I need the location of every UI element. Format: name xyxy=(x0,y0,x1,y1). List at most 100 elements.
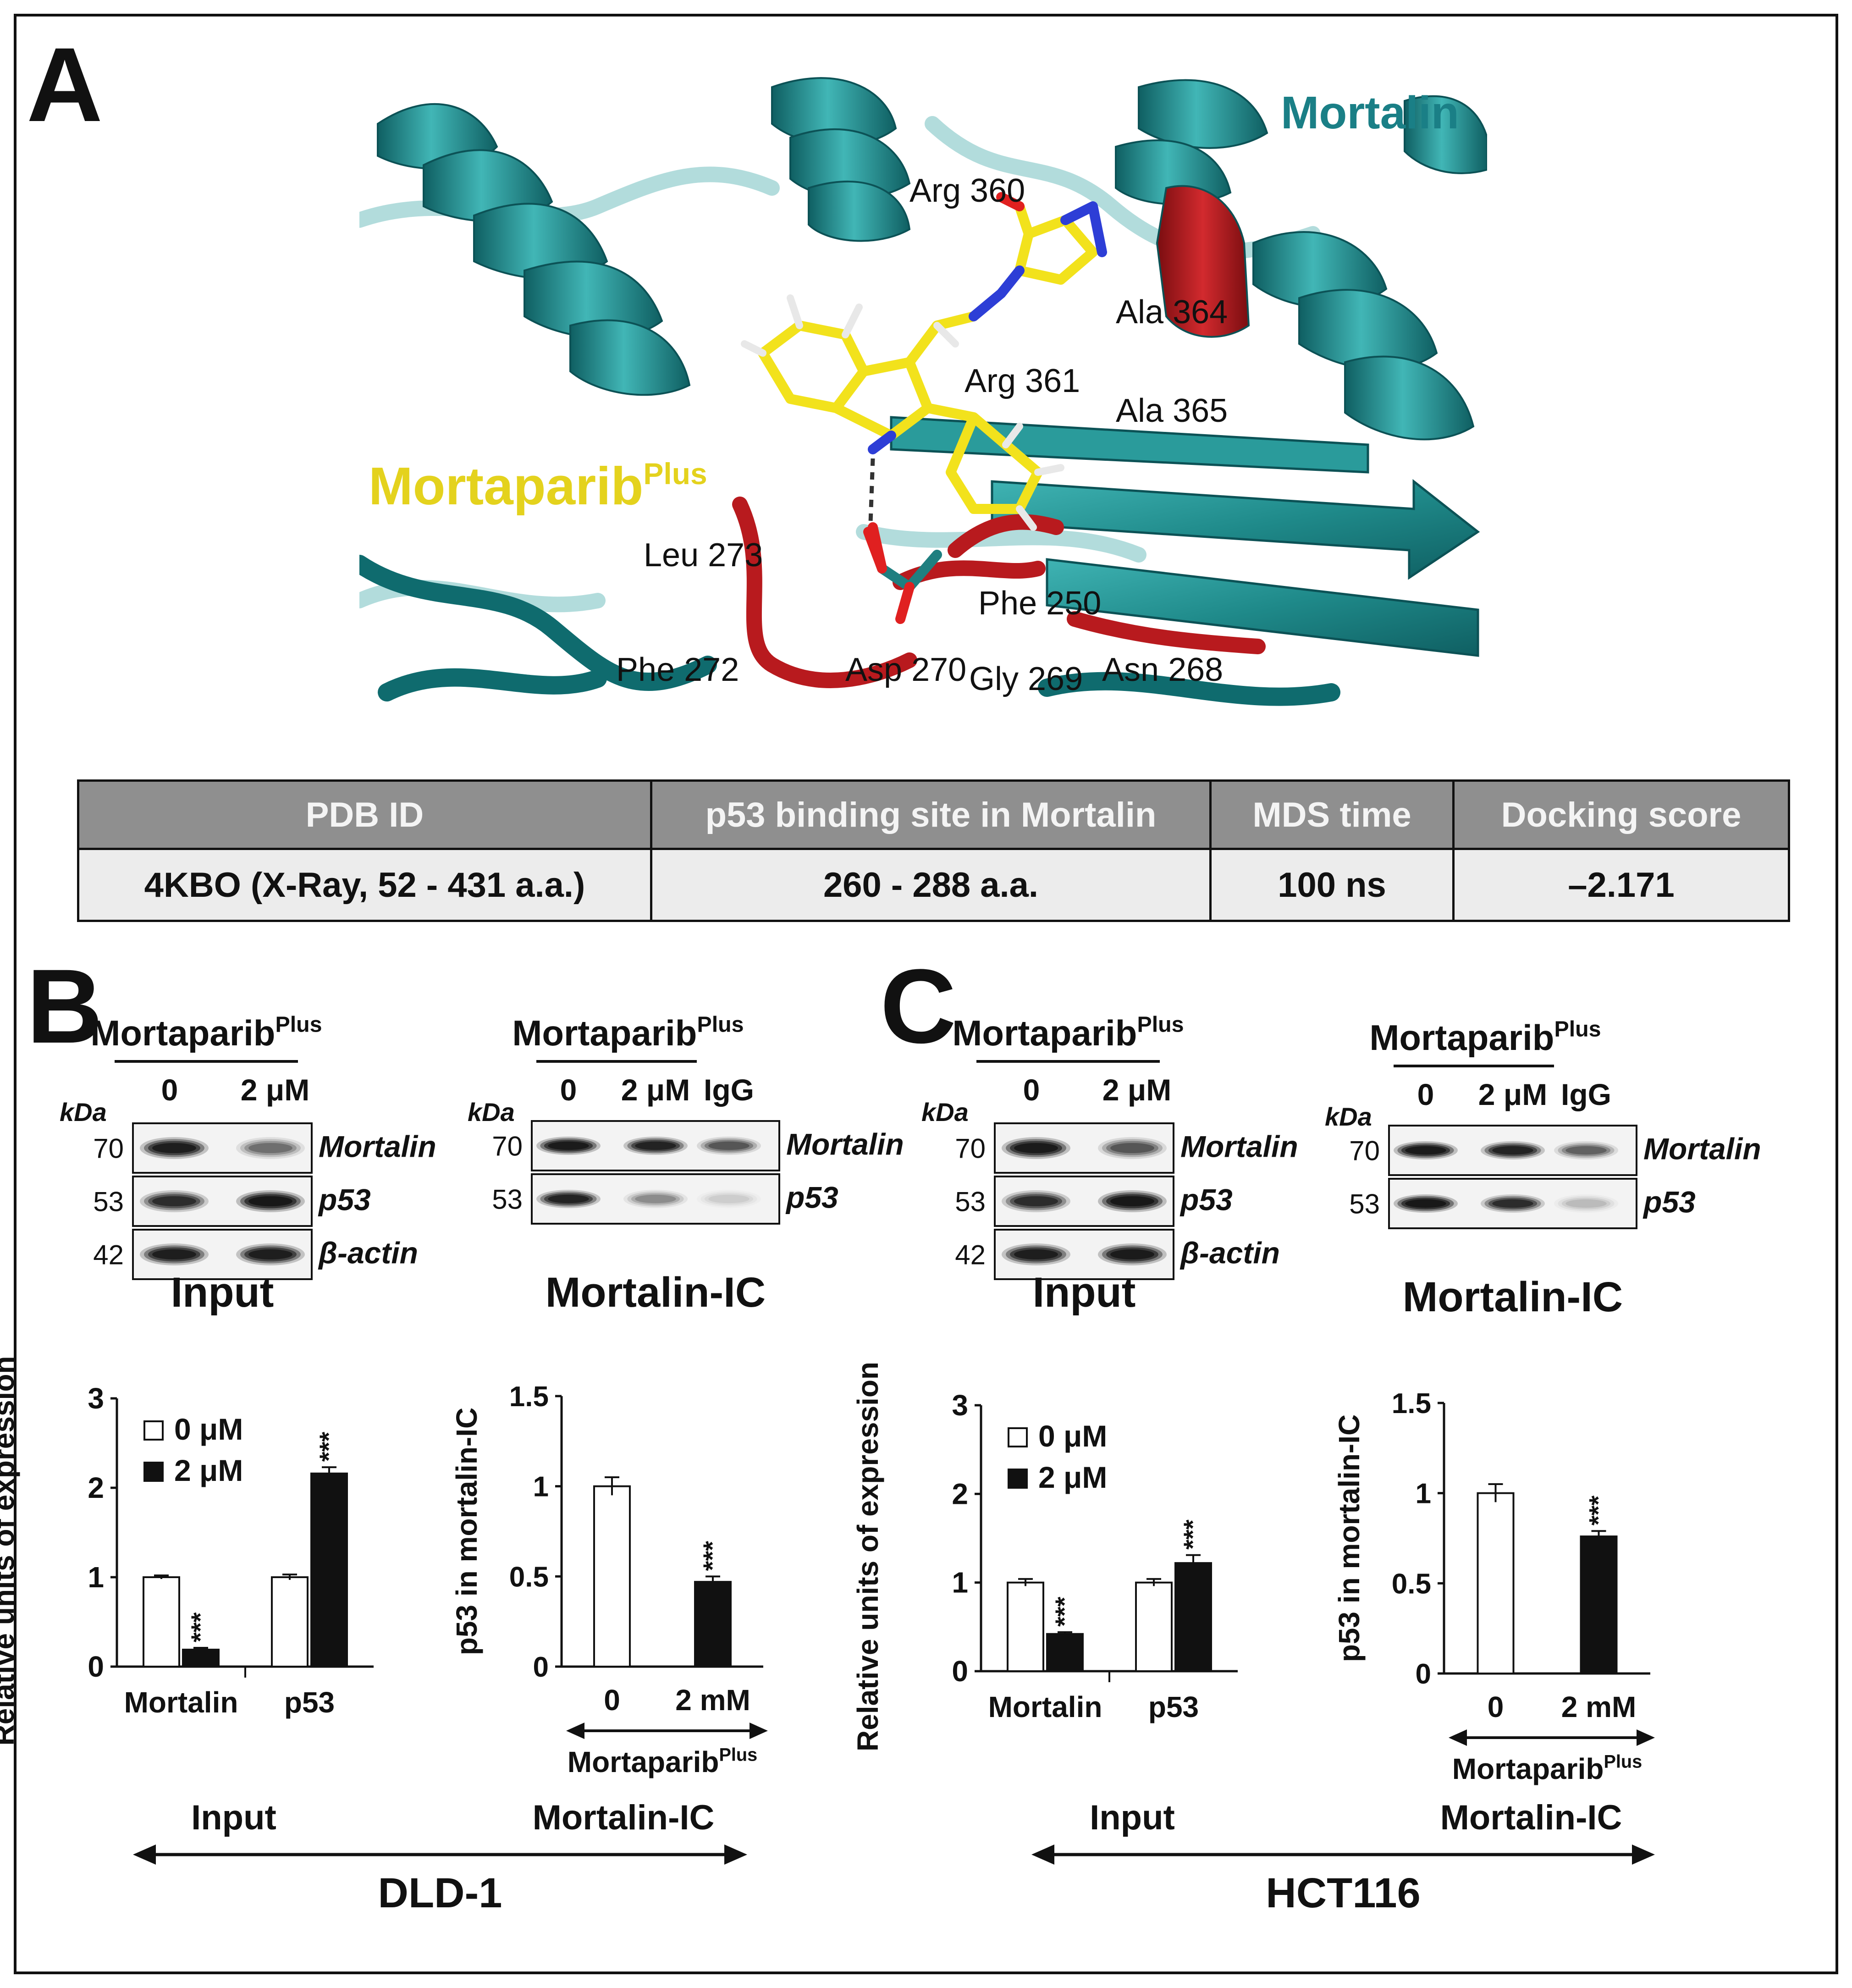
blot-band xyxy=(536,1190,601,1208)
bar xyxy=(1174,1562,1212,1672)
blot-band-layer xyxy=(697,1137,761,1155)
table-header-row: PDB ID p53 binding site in Mortalin MDS … xyxy=(77,779,1790,850)
blot-band-layer xyxy=(1110,1249,1154,1260)
x-axis-label: MortaparibPlus xyxy=(1452,1752,1642,1785)
kda-label: kDa xyxy=(60,1098,107,1127)
y-tick-label: 3 xyxy=(88,1382,104,1415)
table-row: 4KBO (X-Ray, 52 - 431 a.a.) 260 - 288 a.… xyxy=(77,848,1790,922)
arrow-head xyxy=(1637,1729,1655,1746)
kda-marker: 53 xyxy=(955,1187,986,1217)
table-header-cell: Docking score xyxy=(1452,779,1790,850)
blot-band-layer xyxy=(1492,1146,1533,1155)
blot-band-layer xyxy=(1102,1139,1163,1157)
blot-band xyxy=(1098,1190,1167,1212)
blot-band xyxy=(140,1190,209,1212)
lane-label: IgG xyxy=(1561,1077,1611,1111)
y-tick-label: 0 xyxy=(1416,1658,1431,1690)
blot-row-label: p53 xyxy=(1643,1185,1696,1219)
y-axis-label: p53 in mortalin-IC xyxy=(1333,1414,1366,1662)
arrow-head xyxy=(724,1844,747,1865)
kda-marker: 53 xyxy=(93,1187,124,1217)
blot-band xyxy=(704,1193,754,1205)
table-header-cell: PDB ID xyxy=(77,779,652,850)
bar xyxy=(271,1576,309,1668)
blot-band-layer xyxy=(1098,1137,1167,1159)
bottom-ic-label: Mortalin-IC xyxy=(533,1798,715,1837)
ic-drug-header-main: Mortaparib xyxy=(1369,1017,1554,1058)
table-header-cell: p53 binding site in Mortalin xyxy=(650,779,1212,850)
table-header-cell: MDS time xyxy=(1209,779,1455,850)
blot-band xyxy=(697,1137,761,1155)
blot-band-layer xyxy=(623,1190,688,1208)
blot-band xyxy=(1394,1194,1458,1213)
blot-row-label: β-actin xyxy=(318,1236,418,1270)
x-axis-label-main: Mortaparib xyxy=(1452,1752,1604,1785)
blot-band xyxy=(1002,1243,1070,1265)
docking-structure-image: Mortalin MortaparibPlus Arg 360 Ala 364 … xyxy=(359,69,1487,761)
input-drug-header-sup: Plus xyxy=(1137,1012,1184,1037)
blot-band-layer xyxy=(704,1140,754,1152)
kda-marker: 53 xyxy=(492,1184,523,1215)
arrow-head xyxy=(750,1723,768,1739)
x-axis-label-main: Mortaparib xyxy=(568,1745,719,1778)
blot-band-layer xyxy=(152,1143,196,1154)
blot-row-label: Mortalin xyxy=(319,1129,436,1163)
blot-band-layer xyxy=(1554,1141,1618,1160)
x-tick-label: Mortalin xyxy=(124,1686,238,1719)
y-tick-label: 1.5 xyxy=(509,1381,549,1413)
lane-label: 2 μM xyxy=(1478,1077,1547,1111)
residue-label: Asn 268 xyxy=(1102,652,1223,688)
blot-band xyxy=(536,1137,601,1155)
y-axis-label: Relative units of expression xyxy=(851,1362,884,1751)
lane-label: 2 μM xyxy=(1102,1073,1171,1107)
y-tick-label: 0 xyxy=(533,1651,549,1683)
y-tick-label: 3 xyxy=(952,1389,968,1422)
blot-band-layer xyxy=(1561,1198,1611,1209)
blot-band-layer xyxy=(548,1194,589,1204)
cell-line-label: HCT116 xyxy=(1266,1870,1421,1916)
blot-caption: Input xyxy=(1033,1269,1136,1316)
blot-row-label: p53 xyxy=(785,1180,838,1214)
legend-swatch xyxy=(143,1420,164,1441)
blot-band xyxy=(1002,1137,1070,1159)
blot-band xyxy=(1098,1137,1167,1159)
table-cell: 100 ns xyxy=(1209,848,1455,922)
ic-drug-header: MortaparibPlus xyxy=(1369,1016,1601,1058)
y-tick-label: 1 xyxy=(88,1561,104,1594)
kda-label: kDa xyxy=(1325,1102,1372,1131)
blot-band-layer xyxy=(248,1143,292,1154)
blot-row-label: p53 xyxy=(318,1182,371,1216)
residue-label: Asp 270 xyxy=(845,652,966,688)
kda-marker: 53 xyxy=(1349,1189,1380,1220)
legend-label: 2 μM xyxy=(1038,1460,1107,1494)
blot-band-layer xyxy=(152,1196,196,1207)
kda-marker: 70 xyxy=(93,1133,124,1164)
y-axis-label: p53 in mortalin-IC xyxy=(450,1408,483,1656)
blot-band xyxy=(1558,1196,1615,1211)
x-tick-label: 2 mM xyxy=(675,1684,750,1717)
blot-band-layer xyxy=(1565,1146,1607,1155)
residue-label: Gly 269 xyxy=(969,661,1083,697)
table-cell: 4KBO (X-Ray, 52 - 431 a.a.) xyxy=(77,848,652,922)
legend-swatch xyxy=(143,1462,164,1482)
legend-label: 2 μM xyxy=(174,1453,243,1487)
residue-label: Arg 361 xyxy=(965,363,1080,399)
bar xyxy=(1046,1633,1084,1673)
blot-band-layer xyxy=(1110,1196,1154,1207)
blot-band-layer xyxy=(236,1137,305,1159)
panel-label-b: B xyxy=(27,947,103,1065)
y-tick-label: 0 xyxy=(952,1655,968,1688)
lane-label: IgG xyxy=(704,1073,754,1107)
figure-frame xyxy=(14,14,1838,1974)
blot-band-layer xyxy=(548,1141,589,1150)
blot-band xyxy=(140,1243,209,1265)
y-tick-label: 0.5 xyxy=(1392,1568,1431,1600)
x-tick-label: 0 xyxy=(1488,1690,1504,1723)
kda-label: kDa xyxy=(468,1098,515,1127)
lane-label: 0 xyxy=(1023,1073,1040,1107)
blot-band xyxy=(1002,1190,1070,1212)
panel-label-c: C xyxy=(880,947,957,1065)
ligand-name: Mortaparib xyxy=(369,456,643,516)
x-tick-label: 2 mM xyxy=(1561,1690,1637,1723)
